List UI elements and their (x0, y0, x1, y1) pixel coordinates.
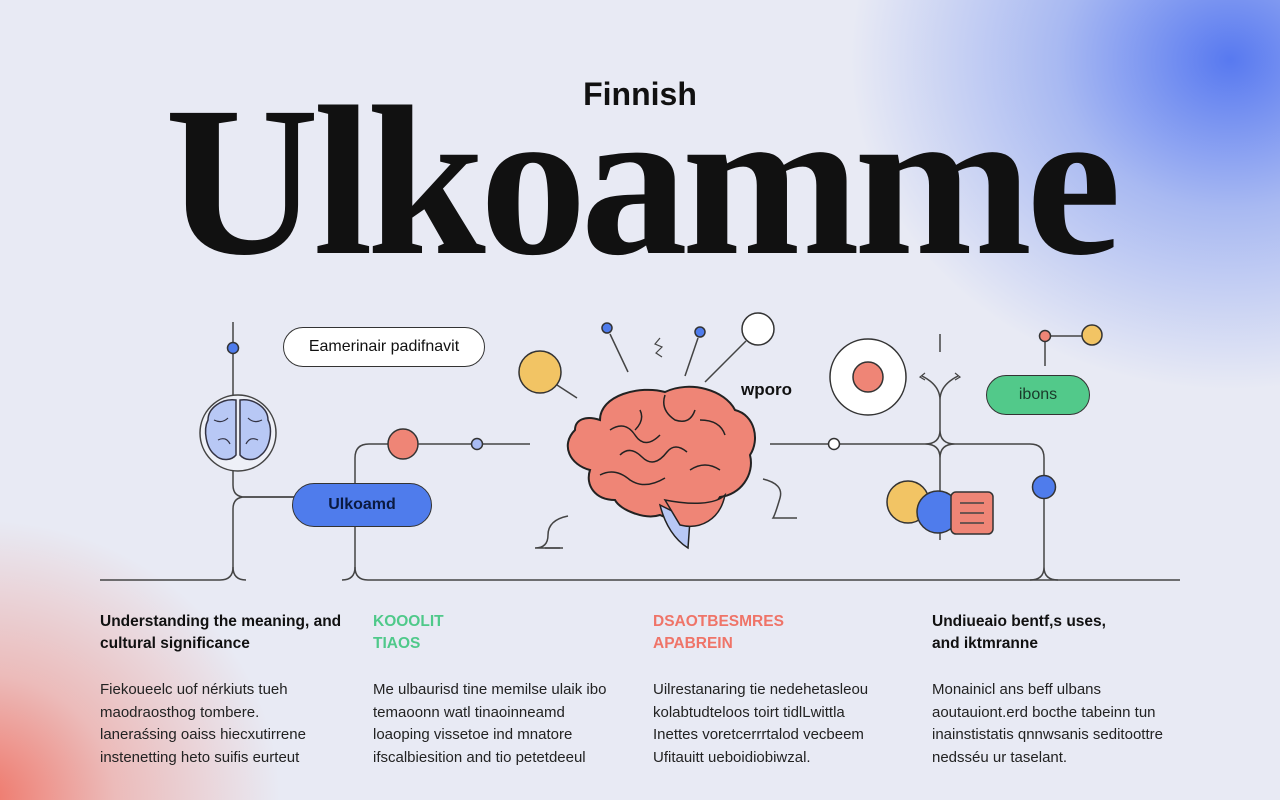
column-body: Uilrestanaring tie nedehetasleou kolabtu… (653, 681, 869, 766)
node-dot (387, 428, 419, 460)
pill-top-label: Eamerinair padifnavit (308, 338, 460, 355)
connector-line (100, 496, 295, 581)
column-heading: DSAOTBESMRES APABREIN (653, 613, 784, 652)
column-body: Me ulbaurisd tine memilse ulaik ibo tema… (373, 681, 607, 766)
connector-line (232, 471, 295, 498)
connector-line (354, 443, 388, 485)
column-4: Undiueaio bentf,s uses, and iktmranne Mo… (932, 611, 1182, 769)
column-body: Monainicl ans beff ulbans aoutauiont.erd… (932, 681, 1163, 766)
column-heading: KOOOLIT TIAOS (373, 613, 444, 652)
node-dot (1038, 329, 1052, 343)
node-dot (470, 437, 484, 451)
column-body: Fiekoueelc uof nérkiuts tueh maodraostho… (100, 681, 306, 766)
column-2: KOOOLIT TIAOS Me ulbaurisd tine memilse … (373, 611, 623, 769)
node-dot (827, 437, 841, 451)
node-dot (1081, 324, 1103, 346)
pill-ibons-label: ibons (1018, 386, 1058, 403)
column-heading: Undiueaio bentf,s uses, and iktmranne (932, 613, 1106, 652)
column-heading: Understanding the meaning, and cultural … (100, 613, 342, 652)
chat-bubbles-icon (886, 480, 994, 535)
column-3: DSAOTBESMRES APABREIN Uilrestanaring tie… (653, 611, 903, 769)
baseline (354, 527, 1180, 581)
subtitle: Finnish (583, 76, 697, 112)
small-brain-icon (199, 394, 277, 472)
node-dot (1031, 474, 1057, 500)
page-title: Ulkoamme (164, 63, 1122, 300)
column-1: Understanding the meaning, and cultural … (100, 611, 350, 769)
brain-icon (566, 385, 756, 550)
node-dot (226, 341, 240, 355)
pill-ulkoamd-label: Ulkoamd (328, 496, 396, 513)
pill-ibons: ibons (986, 375, 1090, 415)
brain-label: wporo (741, 380, 792, 399)
pill-top: Eamerinair padifnavit (283, 327, 485, 367)
node-dot (741, 312, 775, 346)
node-dot (518, 350, 562, 394)
pill-ulkoamd: Ulkoamd (292, 483, 432, 527)
